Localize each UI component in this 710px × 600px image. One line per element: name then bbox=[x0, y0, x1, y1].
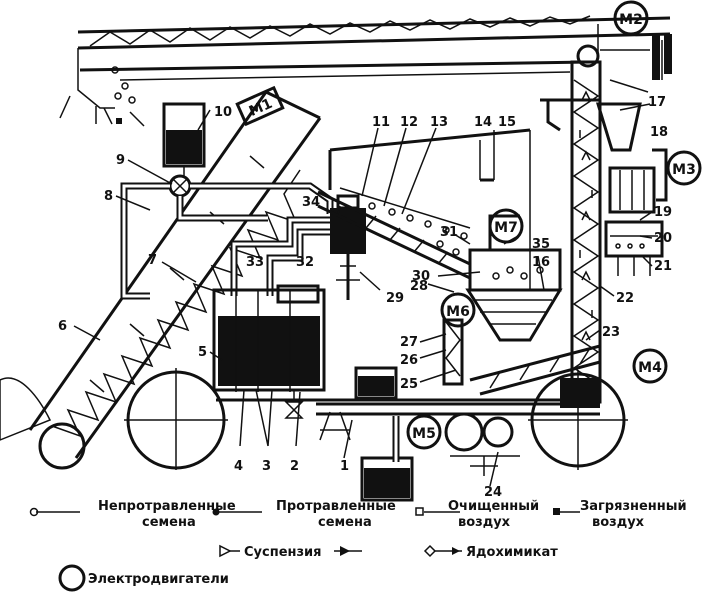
callout-24: 24 bbox=[484, 485, 502, 500]
callout-32: 32 bbox=[296, 255, 314, 270]
callout-1: 1 bbox=[340, 459, 349, 474]
motor-circle bbox=[440, 292, 476, 328]
legend-clean-air-line1: Очищенный bbox=[448, 499, 539, 514]
callout-35: 35 bbox=[532, 237, 550, 252]
legend-clean-air-line2: воздух bbox=[458, 515, 511, 530]
callout-21: 21 bbox=[654, 259, 672, 274]
seed-hopper bbox=[328, 98, 600, 290]
callout-15: 15 bbox=[498, 115, 516, 130]
legend-filled-arrow-icon bbox=[340, 546, 350, 556]
legend-treated-line2: семена bbox=[318, 515, 372, 530]
callout-7: 7 bbox=[148, 253, 157, 268]
callout-22: 22 bbox=[616, 291, 634, 306]
callout-20: 20 bbox=[654, 231, 672, 246]
callout-3: 3 bbox=[262, 459, 271, 474]
motor-m3-label: М3 bbox=[672, 162, 696, 178]
legend-open-arrow-icon bbox=[219, 544, 232, 558]
top-screw-conveyor bbox=[59, 15, 671, 127]
legend-diamond-icon bbox=[423, 544, 437, 558]
legend-treated-line1: Протравленные bbox=[276, 499, 396, 514]
callout-13: 13 bbox=[430, 115, 448, 130]
motor-m7-label: М7 bbox=[494, 220, 518, 236]
legend-untreated-line1: Непротравленные bbox=[98, 499, 236, 514]
callout-30: 30 bbox=[412, 269, 430, 284]
callout-26: 26 bbox=[400, 353, 418, 368]
motor-circle bbox=[406, 414, 442, 450]
motor-circle bbox=[632, 348, 668, 384]
callout-25: 25 bbox=[400, 377, 418, 392]
callout-8: 8 bbox=[104, 189, 113, 204]
suspension-pipeline bbox=[120, 182, 334, 300]
callout-28: 28 bbox=[410, 279, 428, 294]
callout-33: 33 bbox=[246, 255, 264, 270]
legend-dirty-air-line1: Загрязненный bbox=[580, 499, 687, 514]
legend-open-square-icon bbox=[415, 507, 424, 516]
legend: Непротравленные семена Протравленные сем… bbox=[29, 499, 687, 592]
callout-27: 27 bbox=[400, 335, 418, 350]
chassis bbox=[124, 368, 628, 476]
legend-motor-circle-icon bbox=[58, 564, 86, 592]
callout-14: 14 bbox=[474, 115, 492, 130]
legend-filled-dot-icon bbox=[212, 508, 220, 516]
chemical-container bbox=[319, 366, 414, 502]
callout-31: 31 bbox=[440, 225, 458, 240]
legend-motors: Электродвигатели bbox=[88, 572, 229, 587]
motor-m2-drive bbox=[576, 34, 672, 80]
motor-circle bbox=[666, 150, 702, 186]
callout-leaders bbox=[73, 79, 653, 487]
legend-open-dot-icon bbox=[29, 507, 39, 517]
treating-chamber bbox=[465, 130, 563, 342]
callout-16: 16 bbox=[532, 255, 550, 270]
callout-34: 34 bbox=[302, 195, 320, 210]
inclined-loader bbox=[0, 90, 322, 470]
treatment-line bbox=[317, 190, 471, 280]
motor-m1-box bbox=[235, 85, 285, 127]
suspension-tank bbox=[212, 284, 326, 419]
callout-11: 11 bbox=[372, 115, 390, 130]
callout-5: 5 bbox=[198, 345, 207, 360]
callout-17: 17 bbox=[648, 95, 666, 110]
legend-filled-square-icon bbox=[553, 508, 560, 515]
callout-18: 18 bbox=[650, 125, 668, 140]
legend-dirty-air-line2: воздух bbox=[592, 515, 645, 530]
motor-circle bbox=[613, 0, 649, 36]
motor-m5-label: М5 bbox=[412, 426, 436, 442]
legend-chemical: Ядохимикат bbox=[466, 545, 558, 560]
callout-4: 4 bbox=[234, 459, 243, 474]
lower-screw bbox=[469, 344, 601, 396]
motor-m6-drive bbox=[442, 318, 464, 386]
callout-2: 2 bbox=[290, 459, 299, 474]
callout-numbers: 1 2 3 4 5 6 7 8 9 10 11 12 13 14 15 16 1… bbox=[58, 95, 672, 500]
dosing-pump bbox=[330, 194, 366, 300]
motor-m2-label: М2 bbox=[619, 12, 643, 28]
callout-10: 10 bbox=[214, 105, 232, 120]
motor-m6-label: М6 bbox=[446, 304, 470, 320]
motor-m4-label: М4 bbox=[638, 360, 662, 376]
callout-12: 12 bbox=[400, 115, 418, 130]
callout-23: 23 bbox=[602, 325, 620, 340]
callout-29: 29 bbox=[386, 291, 404, 306]
cyclone-filter bbox=[595, 102, 668, 276]
callout-9: 9 bbox=[116, 153, 125, 168]
chemical-hopper bbox=[162, 102, 206, 198]
callout-19: 19 bbox=[654, 205, 672, 220]
callout-6: 6 bbox=[58, 319, 67, 334]
legend-untreated-line2: семена bbox=[142, 515, 196, 530]
legend-suspension: Суспензия bbox=[244, 545, 322, 560]
